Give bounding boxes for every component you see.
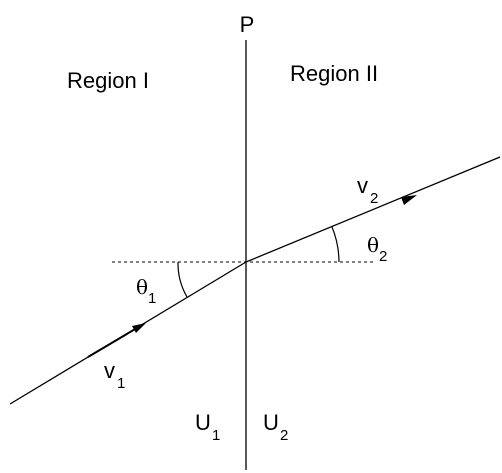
theta2-symbol: θ: [367, 233, 379, 257]
u1-symbol: U: [195, 410, 211, 435]
v1-arrowhead: [132, 323, 146, 333]
theta1-subscript: 1: [148, 290, 156, 307]
v1-symbol: v: [104, 358, 115, 383]
u2-symbol: U: [263, 410, 279, 435]
region-label-left: Region I: [67, 68, 149, 93]
refracted-ray: [245, 156, 501, 263]
v1-subscript: 1: [117, 375, 125, 392]
boundary-label: P: [240, 12, 255, 37]
theta1-arc: [177, 261, 188, 298]
v2-arrowhead: [401, 195, 417, 205]
theta1-symbol: θ: [136, 275, 148, 299]
v1-arrow-shaft: [87, 324, 143, 358]
theta2-subscript: 2: [379, 248, 387, 265]
u2-subscript: 2: [280, 427, 288, 444]
u1-subscript: 1: [212, 427, 220, 444]
theta2-arc: [331, 226, 340, 263]
v2-subscript: 2: [370, 190, 378, 207]
v2-symbol: v: [357, 173, 368, 198]
region-label-right: Region II: [290, 61, 378, 86]
